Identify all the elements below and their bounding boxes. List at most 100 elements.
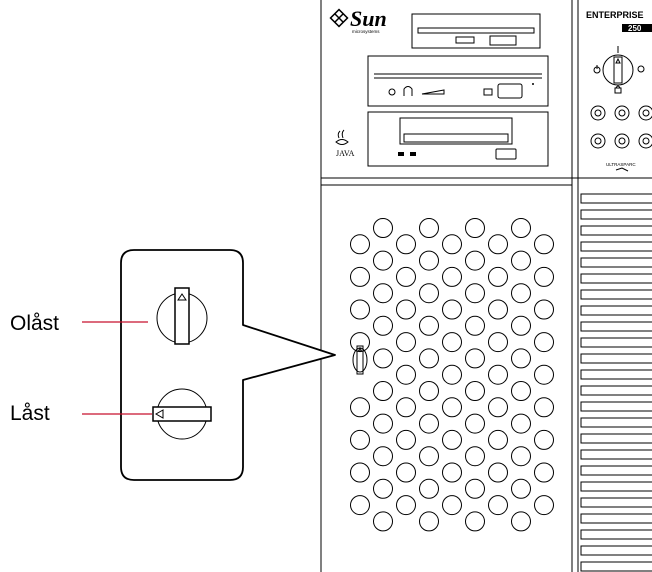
- vent-slat: [580, 289, 652, 300]
- vent-slat: [580, 193, 652, 204]
- vent-hole: [373, 218, 393, 238]
- vent-hole: [419, 348, 439, 369]
- vent-hole: [442, 429, 462, 450]
- vent-hole: [373, 250, 393, 271]
- vent-hole: [511, 446, 531, 467]
- vent-slat: [580, 321, 652, 332]
- cdrom-drive: [367, 55, 549, 107]
- vent-hole: [373, 446, 393, 467]
- vent-hole: [396, 397, 416, 418]
- floppy-drive: [411, 13, 541, 49]
- door-vent-grid: [350, 218, 554, 532]
- vent-hole: [373, 511, 393, 532]
- vent-slat: [580, 401, 652, 412]
- vent-hole: [488, 299, 508, 320]
- headphone-icon: [403, 86, 413, 96]
- vent-hole: [465, 446, 485, 467]
- vent-hole: [511, 478, 531, 499]
- vent-hole: [350, 266, 370, 287]
- vent-slat: [580, 241, 652, 252]
- drive-bays: Sun microsystems: [329, 6, 549, 167]
- vent-hole: [442, 266, 462, 287]
- tape-drive: [367, 111, 549, 167]
- vent-slat: [580, 513, 652, 524]
- vent-slat: [580, 353, 652, 364]
- vent-slat: [580, 305, 652, 316]
- vent-hole: [534, 332, 554, 353]
- vent-hole: [442, 397, 462, 418]
- vent-hole: [511, 381, 531, 401]
- panel-buttons: [590, 105, 652, 149]
- vent-hole: [373, 315, 393, 336]
- vent-hole: [465, 381, 485, 401]
- vent-hole: [488, 234, 508, 255]
- unlocked-lock-icon: [156, 287, 208, 345]
- vent-slat: [580, 433, 652, 444]
- vent-hole: [350, 332, 370, 353]
- brand-subtitle: microsystems: [352, 29, 380, 34]
- locked-lock-icon: [152, 388, 212, 440]
- disc-icon: [388, 88, 396, 96]
- door-key-lock: [352, 345, 368, 375]
- volume-icon: [421, 89, 445, 95]
- vent-hole: [373, 478, 393, 499]
- vent-hole: [511, 413, 531, 434]
- vent-hole: [373, 413, 393, 434]
- vent-hole: [350, 495, 370, 516]
- vent-hole: [396, 234, 416, 255]
- vent-hole: [396, 332, 416, 353]
- vent-hole: [465, 218, 485, 238]
- vent-hole: [534, 397, 554, 418]
- vent-slat: [580, 449, 652, 460]
- vent-hole: [350, 234, 370, 255]
- vent-hole: [465, 315, 485, 336]
- unlocked-label: Olåst: [10, 312, 59, 335]
- vent-hole: [488, 397, 508, 418]
- brand-name: Sun: [350, 6, 387, 31]
- vent-hole: [396, 299, 416, 320]
- vent-hole: [419, 511, 439, 532]
- vent-hole: [534, 299, 554, 320]
- vent-hole: [465, 478, 485, 499]
- vent-hole: [350, 429, 370, 450]
- vent-hole: [419, 381, 439, 401]
- control-panel: ENTERPRISE 250 ULTRASPARC: [586, 10, 652, 172]
- vent-slat: [580, 465, 652, 476]
- vent-hole: [396, 429, 416, 450]
- vent-hole: [488, 332, 508, 353]
- vent-slat: [580, 337, 652, 348]
- vent-hole: [350, 397, 370, 418]
- vent-hole: [465, 250, 485, 271]
- vent-hole: [534, 462, 554, 483]
- java-label: JAVA: [336, 149, 355, 158]
- vent-hole: [396, 495, 416, 516]
- vent-hole: [511, 348, 531, 369]
- vent-hole: [511, 218, 531, 238]
- power-icon: [593, 65, 601, 74]
- vent-hole: [396, 266, 416, 287]
- java-logo: JAVA: [335, 129, 355, 158]
- vent-slat: [580, 225, 652, 236]
- vent-hole: [534, 429, 554, 450]
- locked-label-group: Låst: [10, 402, 152, 425]
- vent-hole: [350, 299, 370, 320]
- vent-hole: [488, 495, 508, 516]
- vent-hole: [396, 364, 416, 385]
- vent-hole: [511, 283, 531, 304]
- vent-hole: [534, 266, 554, 287]
- vent-hole: [488, 364, 508, 385]
- vent-slat: [580, 529, 652, 540]
- vent-hole: [465, 413, 485, 434]
- vent-hole: [511, 315, 531, 336]
- vent-hole: [511, 511, 531, 532]
- vent-hole: [442, 462, 462, 483]
- vent-hole: [534, 364, 554, 385]
- vent-hole: [396, 462, 416, 483]
- vent-slat: [580, 417, 652, 428]
- vent-hole: [350, 462, 370, 483]
- unlocked-label-group: Olåst: [10, 312, 148, 335]
- vent-hole: [511, 250, 531, 271]
- vent-slat: [580, 369, 652, 380]
- vent-slat: [580, 209, 652, 220]
